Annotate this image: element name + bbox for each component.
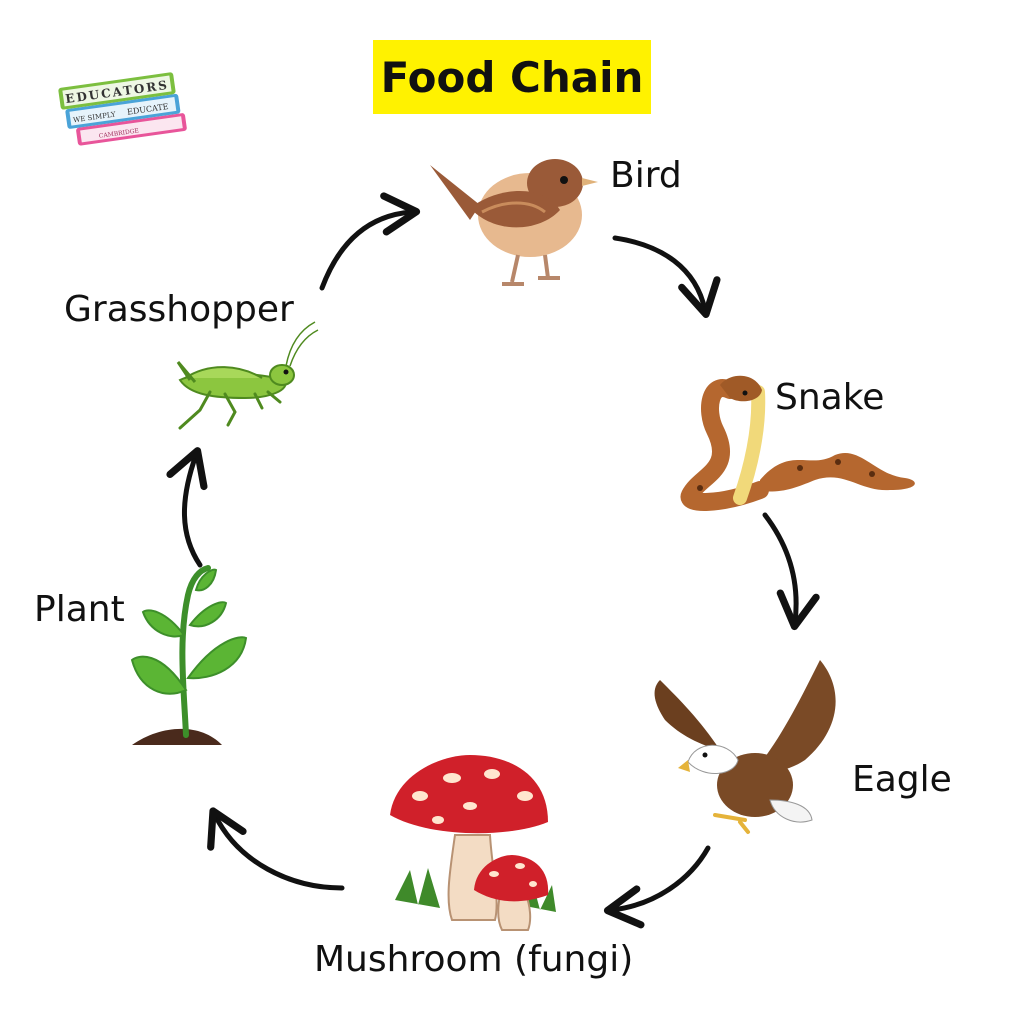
arrow-grasshopper-to-bird xyxy=(319,192,421,291)
node-label-mushroom: Mushroom (fungi) xyxy=(314,939,634,980)
node-label-grasshopper: Grasshopper xyxy=(64,289,294,330)
node-label-plant: Plant xyxy=(34,589,125,630)
eagle-icon xyxy=(654,660,836,834)
educators-logo: EDUCATORS WE SIMPLY EDUCATE CAMBRIDGE xyxy=(58,72,187,146)
plant-icon xyxy=(130,565,248,745)
arrow-bird-to-snake xyxy=(612,235,721,318)
arrow-plant-to-grasshopper xyxy=(166,447,208,568)
arrow-mushroom-to-plant xyxy=(207,807,345,891)
node-label-snake: Snake xyxy=(775,377,885,418)
node-label-eagle: Eagle xyxy=(852,759,952,800)
arrow-snake-to-eagle xyxy=(762,512,820,631)
mushroom-icon xyxy=(390,755,556,931)
diagram-title: Food Chain xyxy=(373,40,651,114)
node-label-bird: Bird xyxy=(610,155,682,196)
arrow-eagle-to-mushroom xyxy=(603,845,711,929)
grasshopper-icon xyxy=(176,321,319,430)
snake-icon xyxy=(680,375,915,511)
bird-icon xyxy=(430,159,598,286)
